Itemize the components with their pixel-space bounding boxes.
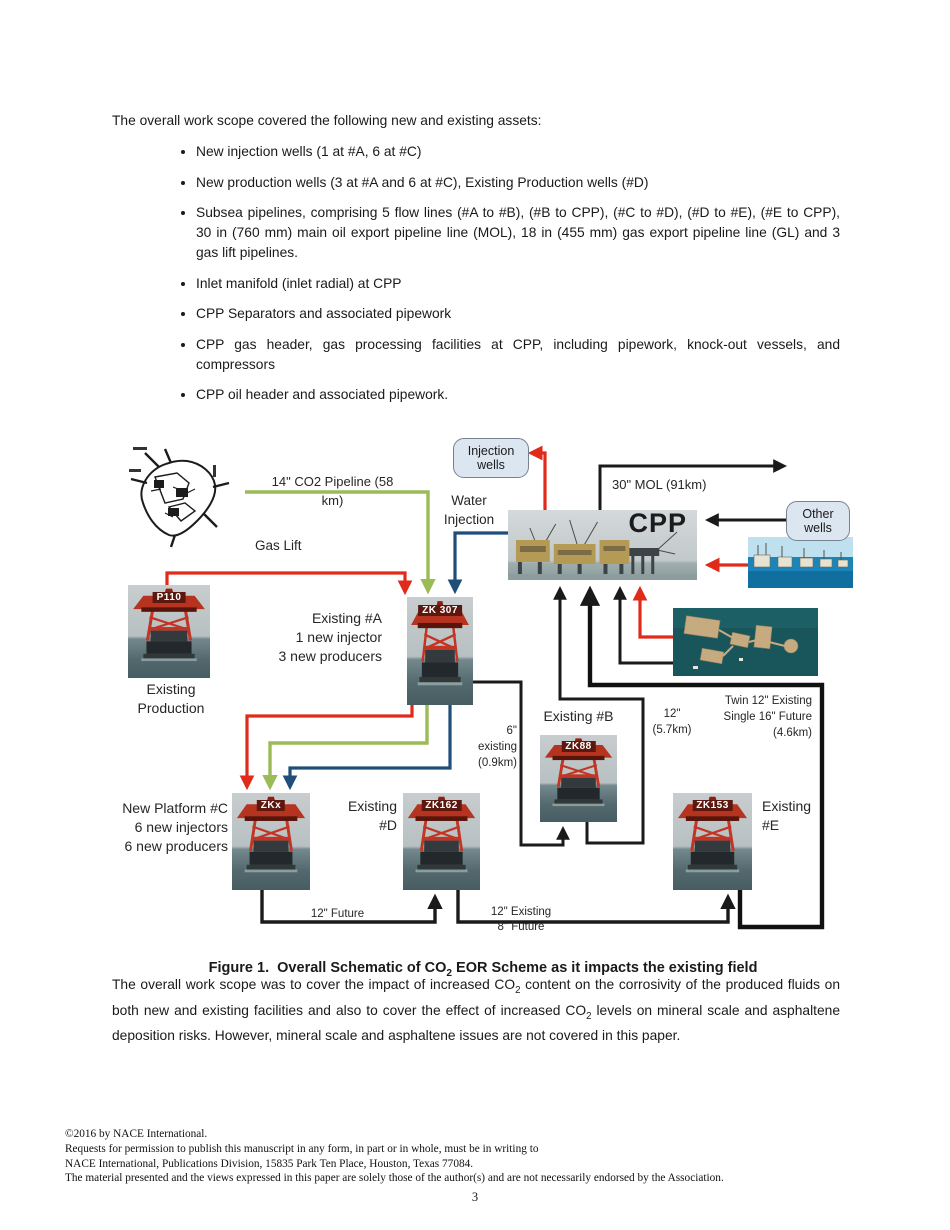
gas-lift-label: Gas Lift <box>255 538 302 553</box>
asset-bullet-list: New injection wells (1 at #A, 6 at #C) N… <box>112 142 840 405</box>
mol-label: 30" MOL (91km) <box>612 477 707 492</box>
paragraph-text: content on the corrosivity of the produc… <box>112 977 840 1018</box>
paragraph-text: levels on mineral scale and asphaltene d… <box>112 1002 840 1044</box>
pipeline-lines-layer <box>165 445 825 930</box>
bullet-item: New production wells (3 at #A and 6 at #… <box>196 173 840 193</box>
aerial-complex-red-line <box>632 585 673 639</box>
cpp-platform-photo: CPP <box>508 508 697 580</box>
figure-1-schematic: Injection wells Other wells <box>110 435 855 940</box>
platform-c-label: New Platform #C 6 new injectors 6 new pr… <box>122 800 228 854</box>
future-12-label: 12" Future <box>310 908 365 920</box>
platform-structure <box>232 793 310 890</box>
platform-deck-label: ZK162 <box>421 799 462 811</box>
body-paragraph: The overall work scope was to cover the … <box>112 975 840 1046</box>
paragraph-subscript: 2 <box>586 1010 592 1022</box>
jackup-row-photo <box>748 537 853 588</box>
platform-b-label: Existing #B <box>543 708 614 724</box>
caption-text: Figure 1. Overall Schematic of CO <box>208 960 447 976</box>
aerial-complex-black-line <box>613 585 673 665</box>
b-to-cpp-flowline <box>553 585 645 845</box>
paragraph-subscript: 2 <box>515 984 521 996</box>
platform-e-label: Existing #E <box>762 798 812 833</box>
platform-photo-a: ZK 307 <box>407 597 473 705</box>
other-wells-bubble: Other wells <box>786 501 850 541</box>
bullet-item: CPP gas header, gas processing facilitie… <box>196 335 840 375</box>
a-to-c-gaslift-line <box>239 703 414 791</box>
line-12in-label: 12" (5.7km) <box>652 708 692 736</box>
page-number: 3 <box>471 1190 479 1204</box>
bullet-item: Inlet manifold (inlet radial) at CPP <box>196 274 840 294</box>
platform-deck-label: ZK88 <box>561 741 596 753</box>
platform-photo-c: ZKx <box>232 793 310 890</box>
bullet-item: CPP Separators and associated pipework <box>196 304 840 324</box>
water-injection-label: Water Injection <box>443 493 495 527</box>
water-injection-line <box>447 531 508 595</box>
caption-subscript: 2 <box>446 967 453 979</box>
platform-photo-production: P110 <box>128 585 210 678</box>
mol-export-line <box>598 459 788 510</box>
platform-a-label: Existing #A 1 new injector 3 new produce… <box>278 610 382 664</box>
existing-production-label: Existing Production <box>137 681 205 716</box>
a-to-b-flowline <box>473 680 570 847</box>
aerial-complex-photo <box>673 608 818 676</box>
e-to-cpp-trunkline <box>579 585 825 930</box>
jackup-row-art <box>748 537 853 588</box>
platform-d-label: Existing #D <box>347 798 397 833</box>
bullet-item: Subsea pipelines, comprising 5 flow line… <box>196 203 840 263</box>
bullet-item: CPP oil header and associated pipework. <box>196 385 840 405</box>
c-to-d-flowline <box>260 890 443 924</box>
platform-photo-d: ZK162 <box>403 793 480 890</box>
line-6in-label: 6" existing (0.9km) <box>478 725 517 769</box>
platform-deck-label: ZKx <box>256 799 286 811</box>
intro-paragraph: The overall work scope covered the follo… <box>112 113 542 128</box>
onshore-plant-map-sketch <box>125 443 245 551</box>
bullet-item: New injection wells (1 at #A, 6 at #C) <box>196 142 840 162</box>
platform-deck-label: ZK153 <box>692 799 733 811</box>
footer-line: ©2016 by NACE International. <box>65 1128 208 1140</box>
cpp-label: CPP <box>628 508 687 538</box>
footer-line: NACE International, Publications Divisio… <box>65 1157 474 1170</box>
footer-line: The material presented and the views exp… <box>65 1172 724 1185</box>
platform-photo-b: ZK88 <box>540 735 617 822</box>
platform-photo-e: ZK153 <box>673 793 752 890</box>
a-to-c-co2-line <box>262 703 429 791</box>
platform-deck-label: ZK 307 <box>418 604 462 616</box>
gas-lift-line <box>165 571 413 596</box>
injection-wells-bubble: Injection wells <box>453 438 529 478</box>
paragraph-text: The overall work scope was to cover the … <box>112 977 516 992</box>
figure-caption: Figure 1. Overall Schematic of CO2 EOR S… <box>0 944 950 995</box>
caption-text: EOR Scheme as it impacts the existing fi… <box>452 960 758 976</box>
platform-structure <box>128 585 210 678</box>
platform-deck-label: P110 <box>152 591 186 603</box>
existing-12-future-8-label: 12" Existing 8" Future <box>490 906 552 933</box>
work-scope-section: The overall work scope covered the follo… <box>112 111 840 416</box>
aerial-complex-art <box>673 608 818 676</box>
d-to-e-flowline <box>456 890 736 924</box>
copyright-footer: ©2016 by NACE International. Requests fo… <box>65 1127 895 1186</box>
a-to-c-water-line <box>282 703 452 791</box>
cpp-to-injection-wells-line <box>527 445 547 510</box>
footer-line: Requests for permission to publish this … <box>65 1142 539 1155</box>
cpp-photo-art <box>508 519 697 580</box>
co2-pipeline-label: 14" CO2 Pipeline (58 km) <box>271 474 394 508</box>
twin-line-label: Twin 12" Existing Single 16" Future (4.6… <box>723 695 812 739</box>
map-sketch-drawing <box>129 447 230 548</box>
injection-wells-label: Injection wells <box>467 444 515 472</box>
other-wells-label: Other wells <box>802 507 834 535</box>
co2-pipeline-line <box>223 490 436 595</box>
